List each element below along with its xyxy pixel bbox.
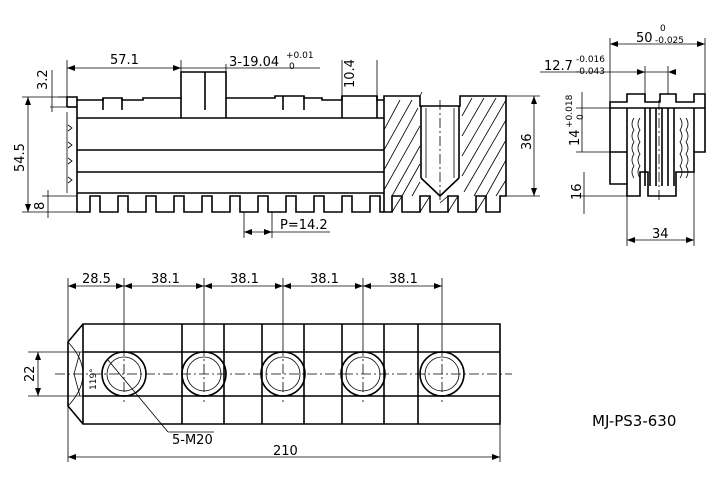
dim-pitch: P=14.2 xyxy=(280,218,328,233)
dim-end-width-tol-upper: 0 xyxy=(660,24,666,34)
dim-left-width: 22 xyxy=(23,365,38,382)
dim-hole-spacing-2: 38.1 xyxy=(230,272,259,287)
dim-overall-height: 54.5 xyxy=(13,143,28,172)
dim-top-step: 3.2 xyxy=(36,69,51,90)
dim-base-width: 34 xyxy=(652,227,669,242)
dim-key-height: 14 xyxy=(568,129,583,146)
dim-key-tol-upper: -0.016 xyxy=(576,55,605,65)
top-view: 28.5 38.1 38.1 38.1 38.1 22 119° 5-M20 2… xyxy=(23,272,512,462)
model-number: MJ-PS3-630 xyxy=(592,412,677,430)
dim-hole-spacing-1: 38.1 xyxy=(151,272,180,287)
dim-angle: 119° xyxy=(89,368,99,390)
mounting-holes xyxy=(101,346,465,402)
dim-end-width: 50 xyxy=(636,31,653,46)
dim-base-height: 16 xyxy=(570,183,585,200)
dim-overall-length: 210 xyxy=(273,444,298,459)
side-view: 3.2 54.5 8 57.1 3-19.04 +0.01 0 10.4 xyxy=(13,51,540,238)
dim-key-height-tol-upper: +0.018 xyxy=(565,94,575,128)
dim-slots-tol-upper: +0.01 xyxy=(286,51,314,61)
dim-key-width: 12.7 xyxy=(544,59,573,74)
dim-left-length: 57.1 xyxy=(110,53,139,68)
dim-hole-spacing-4: 38.1 xyxy=(389,272,418,287)
dim-slots: 3-19.04 xyxy=(229,55,279,70)
end-view: 50 0 -0.025 12.7 -0.016 -0.043 14 +0.018… xyxy=(540,24,706,246)
dim-bottom: 8 xyxy=(33,202,48,210)
dim-key-height-tol-lower: 0 xyxy=(576,114,586,120)
dim-first-hole: 28.5 xyxy=(82,272,111,287)
dim-thread: 5-M20 xyxy=(172,433,213,448)
dim-end-width-tol-lower: -0.025 xyxy=(655,36,684,46)
dim-hole-spacing-3: 38.1 xyxy=(310,272,339,287)
dim-slots-tol-lower: 0 xyxy=(289,62,295,72)
dim-key-tol-lower: -0.043 xyxy=(576,67,605,77)
dim-block-height: 36 xyxy=(520,133,535,150)
dim-slot-depth: 10.4 xyxy=(343,59,358,88)
